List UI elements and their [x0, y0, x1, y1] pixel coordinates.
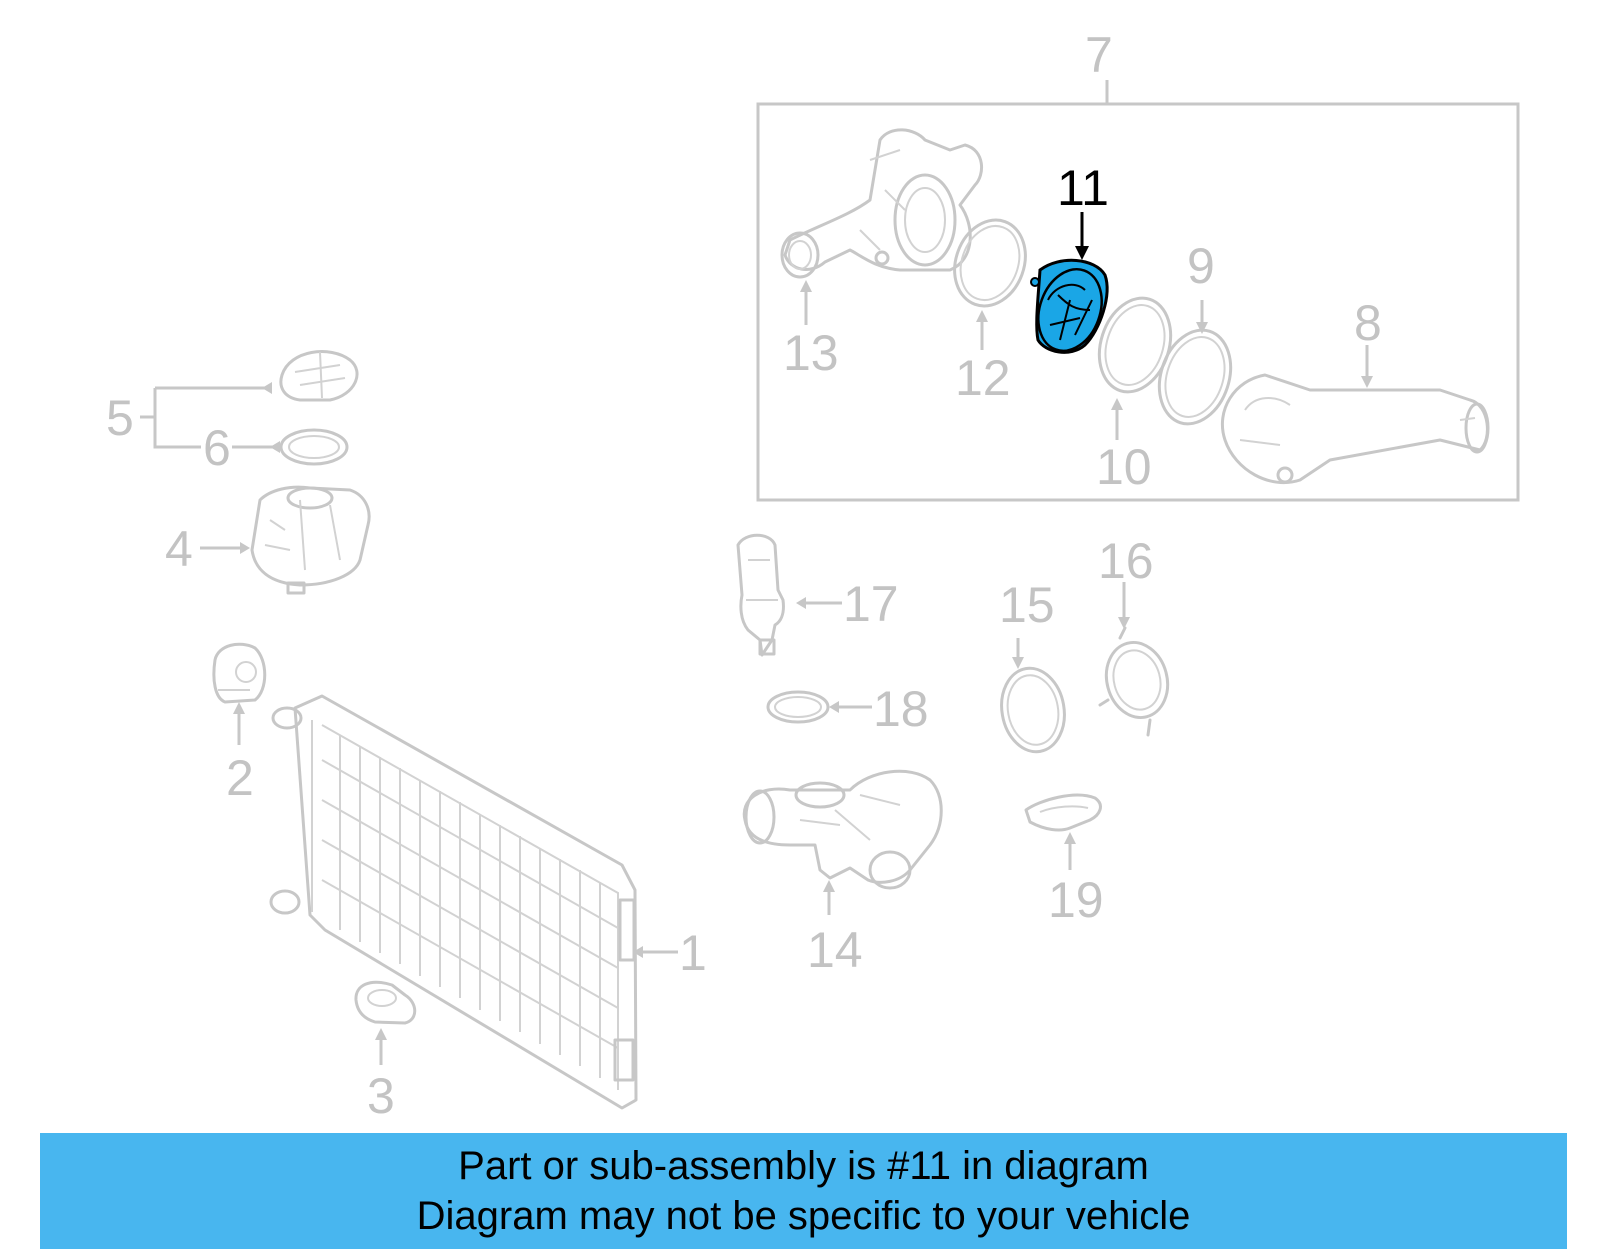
part-9-o-ring[interactable] [1148, 321, 1242, 433]
callout-4[interactable]: 4 [165, 521, 193, 577]
callout-1[interactable]: 1 [679, 925, 707, 981]
banner-line-disclaimer: Diagram may not be specific to your vehi… [416, 1194, 1191, 1238]
part-6-gasket[interactable] [279, 428, 349, 466]
subassembly-box-7 [756, 102, 1520, 502]
part-16-seal[interactable] [1098, 626, 1176, 737]
callout-6[interactable]: 6 [203, 420, 231, 476]
part-3-rubber-mount[interactable] [354, 980, 417, 1025]
callout-19[interactable]: 19 [1048, 872, 1104, 928]
callout-16[interactable]: 16 [1098, 533, 1154, 589]
part-12-o-ring[interactable] [943, 210, 1037, 316]
banner-line-part-number: Part or sub-assembly is #11 in diagram [458, 1144, 1149, 1188]
callout-12[interactable]: 12 [955, 350, 1011, 406]
callout-17[interactable]: 17 [843, 576, 899, 632]
callout-7[interactable]: 7 [1085, 27, 1113, 83]
callout-11[interactable]: 11 [1057, 160, 1109, 216]
part-2-bracket[interactable] [212, 642, 267, 704]
callout-2[interactable]: 2 [226, 750, 254, 806]
part-15-o-ring[interactable] [995, 663, 1071, 756]
part-8-coolant-pipe[interactable] [1220, 373, 1490, 485]
callout-9[interactable]: 9 [1187, 238, 1215, 294]
callout-5[interactable]: 5 [106, 390, 134, 446]
part-19-clip[interactable] [1024, 793, 1102, 832]
part-5-reservoir-cap[interactable] [279, 350, 359, 402]
callout-3[interactable]: 3 [367, 1068, 395, 1124]
info-banner: Part or sub-assembly is #11 in diagram D… [40, 1133, 1567, 1249]
callout-14[interactable]: 14 [807, 922, 863, 978]
part-13-thermostat-housing[interactable] [780, 128, 984, 279]
part-14-water-pump-housing[interactable] [742, 769, 943, 890]
part-4-expansion-tank[interactable] [250, 485, 371, 595]
callout-18[interactable]: 18 [873, 681, 929, 737]
callout-13[interactable]: 13 [783, 325, 839, 381]
callout-10[interactable]: 10 [1096, 439, 1152, 495]
callout-8[interactable]: 8 [1354, 295, 1382, 351]
part-18-o-ring[interactable] [766, 690, 830, 724]
info-banner-bg [40, 1133, 1567, 1249]
part-11-thermostat[interactable] [1027, 258, 1112, 359]
part-1-radiator[interactable] [269, 694, 638, 1110]
callout-15[interactable]: 15 [999, 577, 1055, 633]
part-17-temperature-sensor[interactable] [736, 533, 785, 657]
